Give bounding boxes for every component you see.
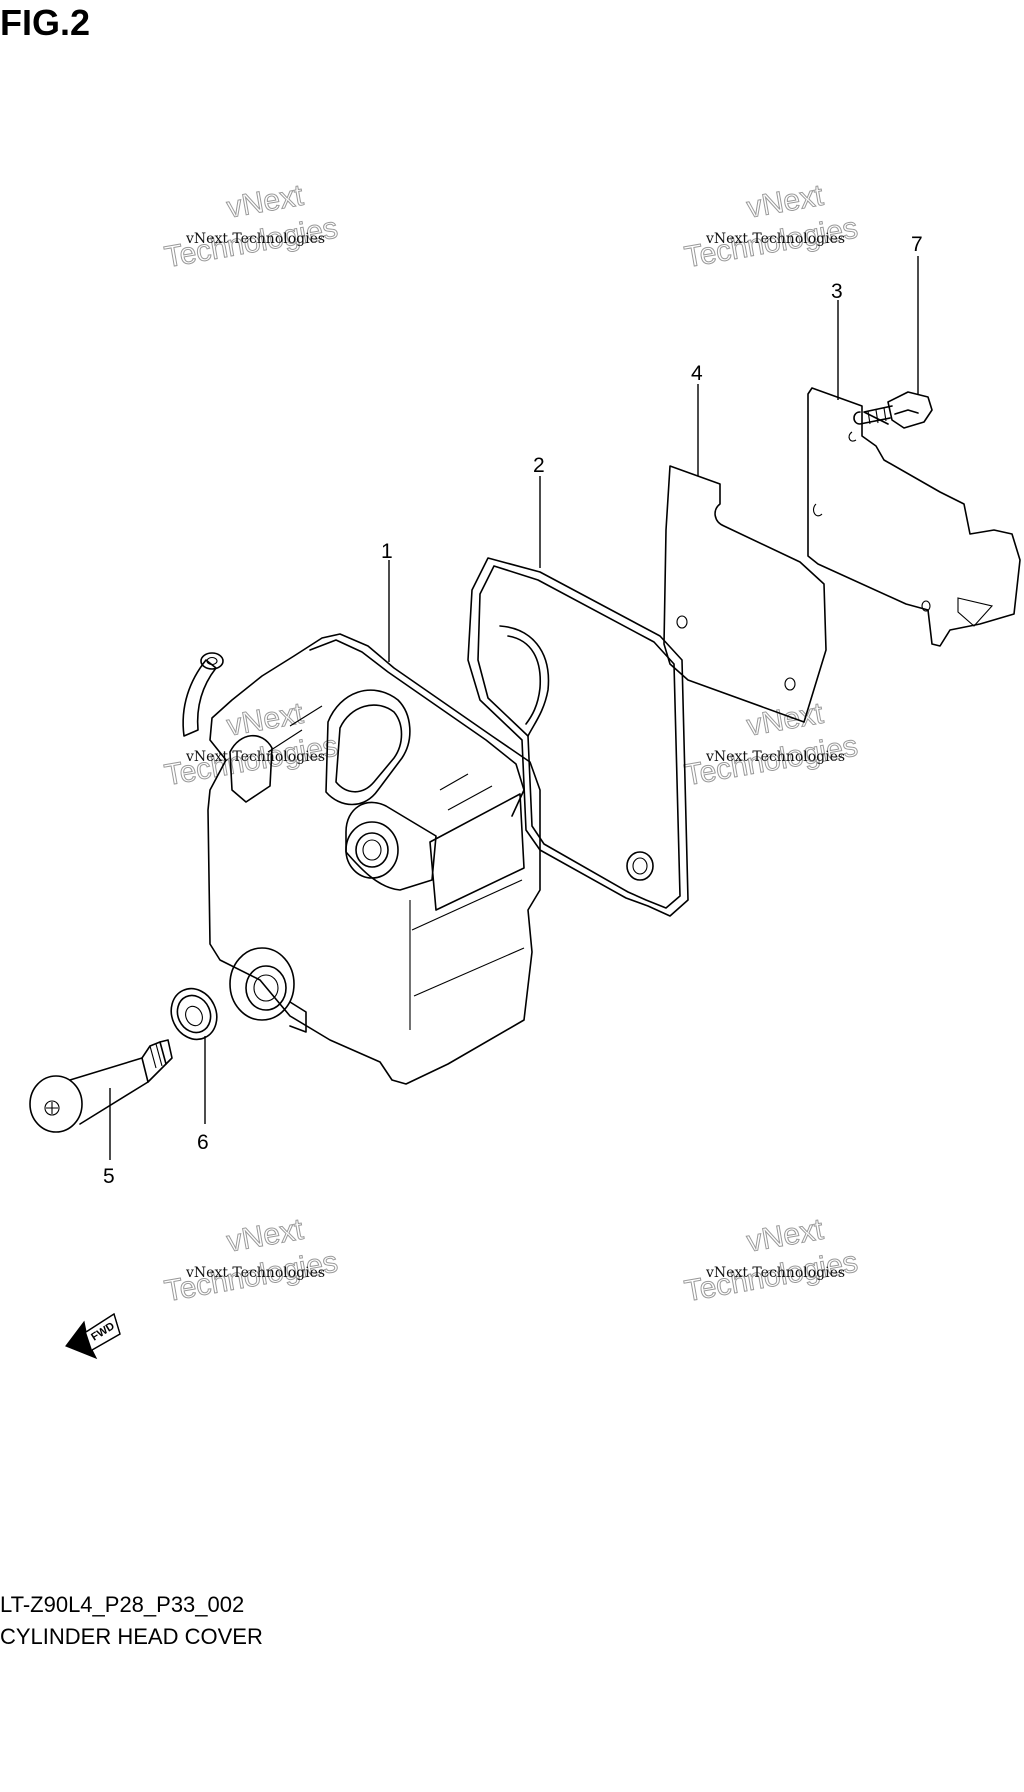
callout-3-number: 3 [831, 280, 843, 303]
forward-arrow-icon: FWD [65, 1312, 121, 1360]
callout-4-number: 4 [691, 362, 703, 385]
plate-bolt-drawing [853, 391, 933, 429]
figure-name: CYLINDER HEAD COVER [0, 1624, 263, 1649]
watermark: vNext Technologies [162, 696, 341, 793]
watermark-small-text: vNext Technologies [185, 231, 325, 247]
watermark-small-text: vNext Technologies [185, 749, 325, 765]
cover-gasket-drawing [467, 557, 689, 917]
watermark: vNext Technologies [162, 178, 341, 275]
watermark: vNext Technologies [682, 178, 861, 275]
callout-2-number: 2 [533, 454, 545, 477]
cylinder-head-cover-drawing [182, 633, 541, 1085]
watermark: vNext Technologies [682, 1212, 861, 1309]
watermark-small-text: vNext Technologies [705, 749, 845, 765]
figure-code: LT-Z90L4_P28_P33_002 [0, 1592, 245, 1617]
plate-gasket-drawing [663, 465, 827, 723]
washer-drawing [170, 987, 218, 1041]
watermark-small-text: vNext Technologies [705, 1265, 845, 1281]
figure-label: FIG.2 [0, 2, 91, 43]
callout-1-number: 1 [381, 540, 393, 563]
cover-bolt-drawing [29, 1039, 173, 1133]
callout-6-number: 6 [197, 1131, 209, 1154]
plate-drawing [807, 387, 1021, 647]
watermark: vNext Technologies [682, 696, 861, 793]
watermark-small-text: vNext Technologies [185, 1265, 325, 1281]
watermark: vNext Technologies [162, 1212, 341, 1309]
watermark-small-text: vNext Technologies [705, 231, 845, 247]
callout-7-number: 7 [911, 233, 923, 256]
callout-5-number: 5 [103, 1165, 115, 1188]
